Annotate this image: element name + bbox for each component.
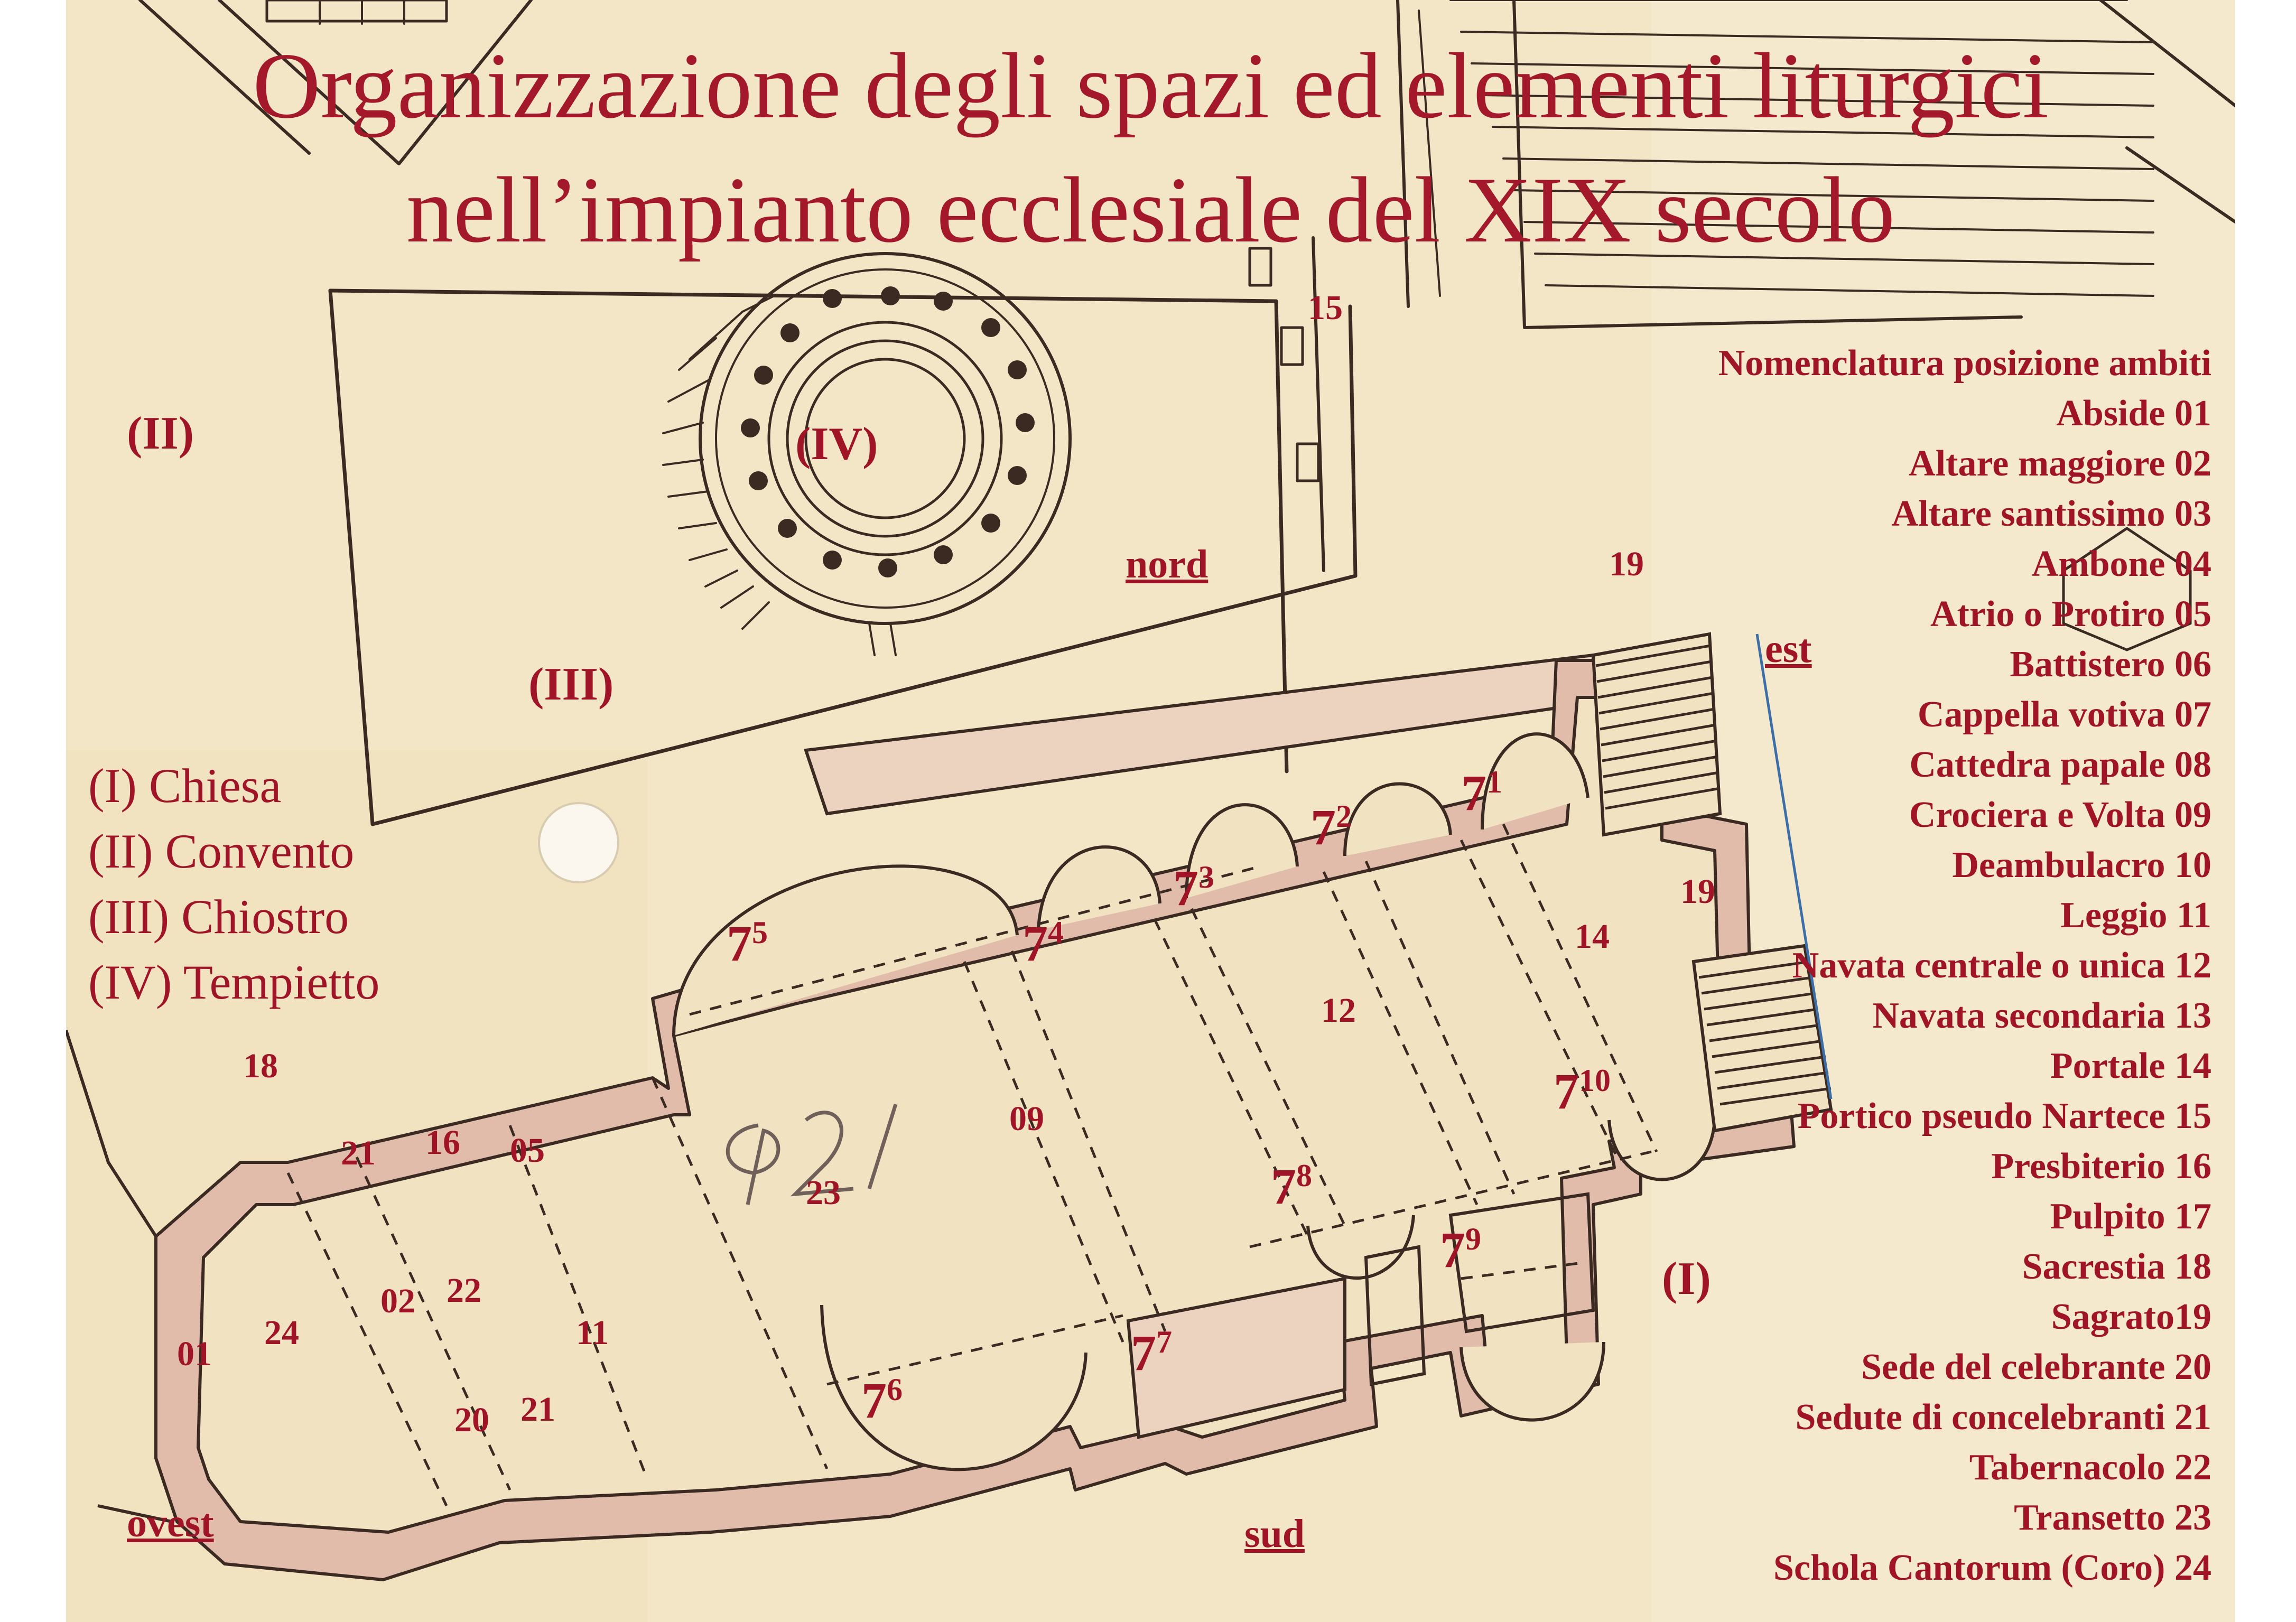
legend-item: Sagrato19: [2051, 1297, 2211, 1337]
legend-item: Presbiterio 16: [1991, 1146, 2211, 1187]
plan-label-16: 16: [425, 1123, 460, 1162]
plan-label-21: 21: [520, 1390, 555, 1429]
nomenclature-legend: Nomenclatura posizione ambiti Abside 01 …: [1718, 338, 2211, 1593]
chapel-label: 75: [727, 915, 768, 972]
legend-item: Portico pseudo Nartece 15: [1797, 1096, 2211, 1136]
plan-label-12: 12: [1321, 991, 1356, 1030]
section-item: (II) Convento: [88, 824, 355, 878]
legend-item: Battistero 06: [2010, 644, 2211, 685]
plan-label-19: 19: [1609, 545, 1644, 583]
chapel-label: 710: [1554, 1063, 1611, 1120]
label-chiesa: (I): [1662, 1253, 1711, 1304]
legend-item: Ambone 04: [2031, 544, 2211, 584]
plan-label-22: 22: [447, 1271, 481, 1310]
plan-label-19: 19: [1680, 872, 1715, 911]
legend-item: Tabernacolo 22: [1969, 1447, 2211, 1488]
page-title: Organizzazione degli spazi ed elementi l…: [66, 24, 2235, 272]
chapel-label: 76: [861, 1372, 903, 1429]
chapel-label: 74: [1022, 915, 1064, 972]
chapel-label: 71: [1461, 765, 1502, 821]
legend-item: Abside 01: [2056, 393, 2211, 434]
chapel-label: 77: [1131, 1325, 1172, 1381]
legend-item: Cappella votiva 07: [1917, 694, 2211, 735]
section-item: (III) Chiostro: [88, 890, 349, 944]
title-line-1: Organizzazione degli spazi ed elementi l…: [253, 33, 2049, 138]
direction-north: nord: [1126, 542, 1209, 586]
legend-item: Navata centrale o unica 12: [1792, 945, 2211, 986]
plan-label-14: 14: [1575, 917, 1610, 956]
legend-item: Altare santissimo 03: [1891, 493, 2211, 534]
plan-label-02: 02: [380, 1282, 415, 1320]
label-chiostro: (III): [528, 659, 614, 710]
legend-item: Schola Cantorum (Coro) 24: [1773, 1548, 2211, 1588]
plan-label-21: 21: [341, 1134, 376, 1172]
plan-sheet: Organizzazione degli spazi ed elementi l…: [66, 0, 2235, 1622]
legend-item: Pulpito 17: [2050, 1196, 2211, 1237]
legend-item: Sacrestia 18: [2022, 1246, 2211, 1287]
legend-item: Leggio 11: [2060, 895, 2211, 936]
direction-south: sud: [1244, 1512, 1305, 1556]
section-item: (IV) Tempietto: [88, 955, 380, 1009]
chapel-label: 79: [1440, 1222, 1481, 1278]
legend-item: Crociera e Volta 09: [1909, 795, 2211, 835]
label-convento: (II): [127, 408, 194, 459]
chapel-label: 73: [1173, 860, 1214, 916]
plan-label-01: 01: [177, 1335, 212, 1373]
plan-label-11: 11: [576, 1313, 609, 1352]
chapel-label: 72: [1310, 799, 1352, 855]
plan-label-18: 18: [243, 1047, 278, 1085]
plan-label-24: 24: [264, 1313, 299, 1352]
title-line-2: nell’impianto ecclesiale del XIX secolo: [406, 157, 1895, 262]
plan-label-09: 09: [1009, 1099, 1044, 1138]
legend-item: Altare maggiore 02: [1909, 443, 2211, 484]
chapel-label: 78: [1271, 1158, 1312, 1215]
plan-label-15: 15: [1308, 288, 1343, 327]
direction-east: est: [1765, 627, 1812, 671]
label-tempietto: (IV): [795, 418, 878, 470]
sections-list: (I) Chiesa (II) Convento (III) Chiostro …: [88, 753, 379, 1015]
legend-item: Navata secondaria 13: [1872, 995, 2211, 1036]
plan-label-05: 05: [510, 1131, 545, 1170]
legend-item: Atrio o Protiro 05: [1930, 594, 2211, 635]
legend-item: Sede del celebrante 20: [1861, 1347, 2211, 1387]
legend-item: Portale 14: [2050, 1046, 2211, 1086]
floor-plan-drawing: [66, 0, 2235, 1622]
legend-item: Sedute di concelebranti 21: [1795, 1397, 2211, 1438]
plan-label-23: 23: [806, 1173, 841, 1212]
legend-item: Deambulacro 10: [1952, 845, 2211, 885]
plan-label-20: 20: [454, 1401, 489, 1439]
section-item: (I) Chiesa: [88, 759, 282, 813]
direction-west: ovest: [127, 1501, 214, 1545]
legend-item: Transetto 23: [2014, 1497, 2211, 1538]
legend-item: Cattedra papale 08: [1909, 744, 2211, 785]
legend-heading: Nomenclatura posizione ambiti: [1718, 343, 2211, 384]
